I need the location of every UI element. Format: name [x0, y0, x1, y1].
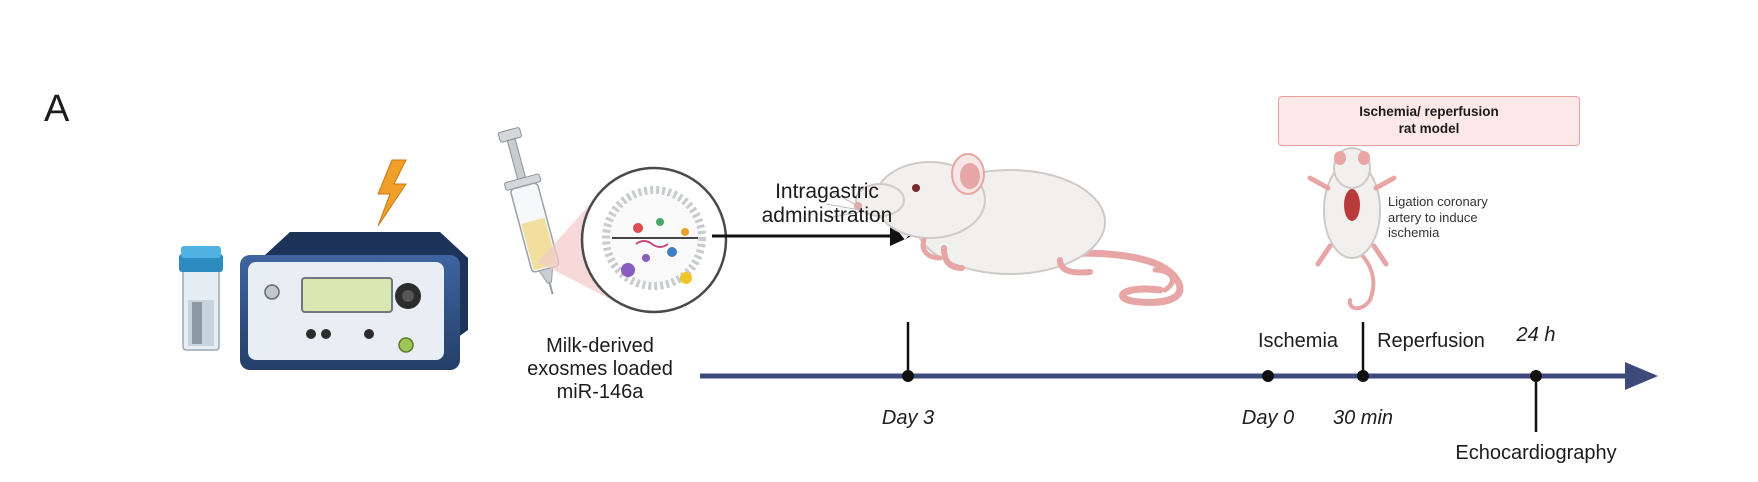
exosome-label-line: exosmes loaded [527, 358, 673, 380]
timeline-marker-24h [1530, 370, 1542, 432]
administration-label: Intragastric administration [752, 180, 902, 228]
cuvette-icon [179, 246, 223, 351]
phase-label-ischemia: Ischemia [1257, 330, 1339, 352]
administration-label-line: Intragastric [775, 180, 879, 203]
electroporator-icon [240, 232, 468, 370]
endpoint-label: Echocardiography [1455, 442, 1617, 464]
tick-label-day0: Day 0 [1241, 407, 1295, 429]
rat-supine-icon [1307, 147, 1397, 311]
ligation-note-line: ischemia [1388, 225, 1440, 241]
rat-icon [825, 153, 1184, 306]
timeline-marker-day0 [1262, 370, 1274, 382]
syringe-icon [497, 127, 560, 295]
exosome-label-line: miR-146a [556, 381, 644, 403]
arrow-right-icon [712, 226, 912, 246]
exosome-label-line: Milk-derived [546, 335, 654, 357]
timeline-arrowhead [1625, 362, 1658, 390]
model-box-line1: Ischemia/ reperfusion [1359, 104, 1499, 120]
tick-label-day3: Day 3 [881, 407, 935, 429]
ligation-note: Ligation coronary artery to induce ische… [1388, 194, 1488, 241]
lightning-icon [377, 159, 407, 227]
model-box-line2: rat model [1398, 121, 1460, 136]
phase-label-reperfusion: Reperfusion [1377, 330, 1485, 352]
exosome-label: Milk-derived exosmes loaded miR-146a [515, 335, 685, 404]
ligation-note-line: Ligation coronary [1388, 194, 1488, 209]
exosome-icon [580, 166, 728, 314]
model-box: Ischemia/ reperfusion rat model [1278, 96, 1580, 146]
panel-label: A [44, 88, 70, 130]
ligation-note-line: artery to induce [1388, 209, 1478, 225]
administration-label-line: administration [761, 204, 893, 228]
tick-label-24h: 24 h [1516, 324, 1556, 346]
timeline-marker-day3 [902, 322, 914, 382]
timeline-marker-30min [1357, 322, 1369, 382]
tick-label-30min: 30 min [1332, 407, 1394, 429]
